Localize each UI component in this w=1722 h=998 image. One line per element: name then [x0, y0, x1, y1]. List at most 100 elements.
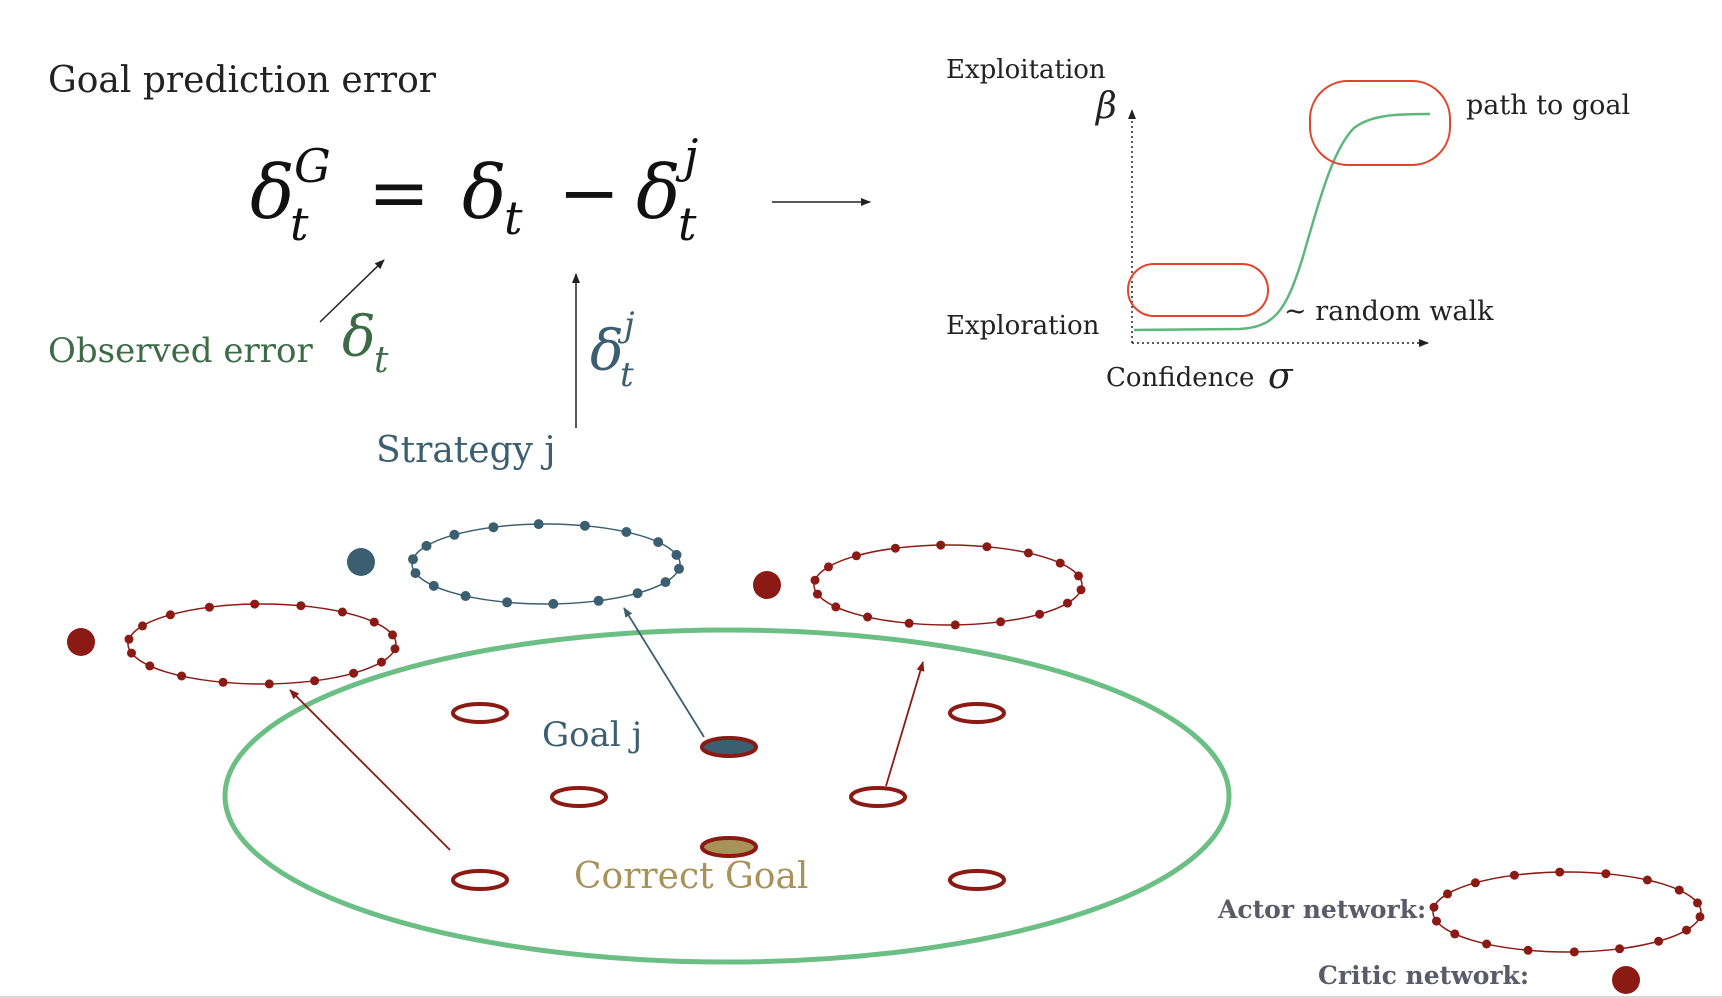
actor-unit-node [1509, 870, 1519, 880]
actor-unit-node [388, 630, 397, 640]
actor-unit-node [1076, 585, 1086, 595]
actor-unit-node [1695, 912, 1705, 922]
actor-unit-node [337, 607, 347, 617]
sigmoid-curve [1133, 112, 1431, 332]
actor-unit-node [579, 520, 590, 531]
ring-outline [813, 544, 1083, 626]
actor-unit-node [1674, 885, 1684, 895]
goal-marker [550, 786, 608, 808]
actor-unit-node [1443, 889, 1452, 899]
observed-subscript: t [374, 340, 389, 381]
left-actor-network [124, 599, 400, 689]
actor-unit-node [377, 657, 386, 667]
actor-unit-node [296, 601, 306, 611]
actor-unit-node [349, 668, 359, 678]
actor-unit-node [369, 617, 379, 627]
actor-unit-node [671, 549, 682, 560]
legend-actor-network [1429, 867, 1705, 957]
actor-unit-node [1432, 916, 1441, 926]
goal-marker [948, 869, 1006, 891]
actor-unit-node [1470, 878, 1480, 888]
equation-term2-subscript: t [678, 197, 697, 251]
actor-unit-node [449, 529, 460, 540]
strategy-subscript: t [620, 355, 634, 395]
exploitation-label: Exploitation [946, 55, 1106, 85]
goal-to-left-actor-arrow [289, 689, 451, 851]
actor-unit-node [124, 634, 134, 644]
actor-unit-node [1429, 902, 1439, 912]
exploration-highlight [1127, 263, 1269, 317]
actor-unit-node [488, 522, 499, 533]
ring-outline [127, 603, 397, 685]
actor-unit-node [824, 562, 833, 572]
page-title: Goal prediction error [48, 60, 437, 101]
actor-unit-node [408, 554, 418, 565]
equation-term1-subscript: t [504, 191, 523, 245]
actor-unit-node [1682, 925, 1691, 935]
actor-unit-node [950, 620, 960, 630]
goal-to-right-actor-arrow [885, 661, 925, 787]
actor-unit-node [1523, 945, 1533, 955]
correct-goal-label: Correct Goal [574, 856, 808, 897]
goal-j-label: Goal j [542, 715, 642, 755]
actor-unit-node [982, 542, 992, 552]
actor-unit-node [145, 661, 155, 671]
equation-equals: = [368, 150, 430, 236]
actor-unit-node [127, 648, 136, 658]
beta-axis-symbol: β [1094, 86, 1117, 127]
observed-error-arrow [319, 259, 385, 323]
sigma-axis-symbol: σ [1268, 356, 1294, 397]
actor-unit-node [1035, 609, 1045, 619]
exploitation-highlight [1309, 80, 1451, 166]
goal-prediction-equation: δ G t = δ t − δ j t [250, 129, 698, 251]
equation-minus: − [558, 150, 620, 236]
right-actor-network [810, 540, 1086, 630]
actor-network-legend-label: Actor network: [1217, 895, 1426, 924]
actor-unit-node [204, 602, 214, 612]
actor-unit-node [460, 591, 471, 601]
actor-unit-node [390, 644, 400, 654]
goal-marker [451, 702, 509, 724]
actor-unit-node [1482, 939, 1492, 949]
actor-unit-node [1450, 929, 1460, 939]
goal-markers [451, 702, 1006, 891]
legend-critic-node [1612, 966, 1640, 994]
actor-unit-node [660, 577, 671, 588]
actor-unit-node [863, 612, 873, 622]
actor-unit-node [593, 595, 604, 606]
actor-unit-node [548, 598, 559, 609]
actor-unit-node [621, 527, 632, 537]
equation-term2-delta: δ [636, 150, 681, 236]
goal-j-to-strategy-arrow [623, 607, 705, 738]
goal-marker [451, 869, 509, 891]
equation-lhs-superscript: G [294, 139, 331, 193]
actor-unit-node [1074, 571, 1083, 581]
actor-unit-node [1055, 558, 1065, 568]
random-walk-annotation: ~ random walk [1284, 296, 1494, 327]
actor-unit-node [264, 679, 274, 689]
actor-unit-node [250, 599, 260, 609]
equation-lhs-delta: δ [250, 150, 295, 236]
actor-unit-node [632, 588, 643, 599]
confidence-plot: Exploitation Exploration β Confidence σ … [946, 55, 1630, 397]
actor-unit-node [890, 543, 900, 553]
actor-unit-node [138, 621, 147, 631]
goal-marker [948, 702, 1006, 724]
actor-unit-node [1601, 869, 1611, 879]
actor-unit-node [1615, 944, 1625, 954]
actor-unit-node [218, 677, 228, 687]
actor-unit-node [1642, 875, 1652, 885]
strategy-label: Strategy j [376, 430, 556, 471]
actor-unit-node [533, 519, 544, 530]
actor-unit-node [177, 671, 187, 681]
equation-term1-delta: δ [462, 150, 507, 236]
actor-unit-node [674, 563, 684, 574]
exploration-label: Exploration [946, 311, 1100, 341]
actor-unit-node [1555, 867, 1565, 877]
strategy-critic-node [347, 548, 375, 576]
correct-goal-marker [700, 836, 758, 858]
actor-unit-node [851, 551, 861, 561]
observed-delta: δ [342, 305, 376, 370]
actor-unit-node [1569, 947, 1579, 957]
